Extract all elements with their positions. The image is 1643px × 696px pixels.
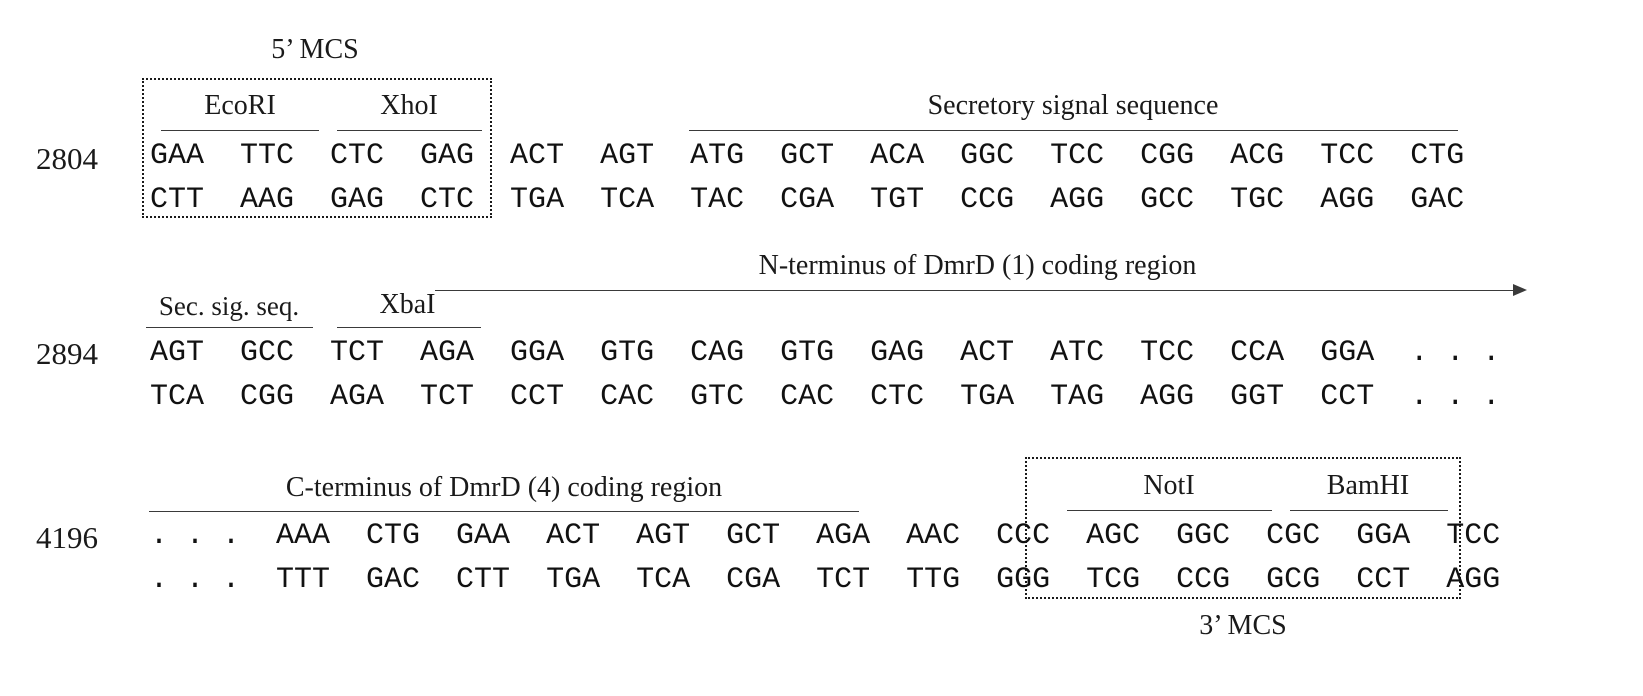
coding-region-arrowhead [1513,284,1527,296]
three-prime-mcs-label: 3’ MCS [1199,610,1287,641]
annotation-label-ecori: EcoRI [204,90,276,121]
row-4196-bottom-strand: . . . TTT GAC CTT TGA TCA CGA TCT TTG GG… [150,563,1501,597]
annotation-label-secretory-signal-sequence: Secretory signal sequence [927,90,1219,121]
annotation-rule-xbai [337,327,481,328]
annotation-rule-bamhi [1290,510,1448,511]
row-2894-top-strand: AGT GCC TCT AGA GGA GTG CAG GTG GAG ACT … [150,336,1501,370]
annotation-label-bamhi: BamHI [1326,470,1410,501]
annotation-label-xhoi: XhoI [380,90,438,121]
three-prime-mcs-box [1025,457,1461,599]
row-4196-top-strand: . . . AAA CTG GAA ACT AGT GCT AGA AAC CC… [150,519,1501,553]
annotation-rule-sec-sig-seq [146,327,313,328]
annotation-label-n-terminus-coding-region: N-terminus of DmrD (1) coding region [758,250,1197,281]
annotation-label-sec-sig-seq: Sec. sig. seq. [158,291,300,321]
row-2804-bottom-strand: CTT AAG GAG CTC TGA TCA TAC CGA TGT CCG … [150,183,1465,217]
row-2894-bottom-strand: TCA CGG AGA TCT CCT CAC GTC CAC CTC TGA … [150,380,1501,414]
annotation-rule-secretory-signal-sequence [689,130,1458,131]
annotation-rule-ecori [161,130,319,131]
row-number-4196: 4196 [36,520,98,555]
annotation-label-noti: NotI [1143,470,1195,501]
annotation-rule-c-terminus-coding-region [149,511,859,512]
annotation-label-c-terminus-coding-region: C-terminus of DmrD (4) coding region [285,472,723,503]
five-prime-mcs-label: 5’ MCS [271,34,359,65]
row-number-2804: 2804 [36,141,98,176]
annotation-rule-noti [1067,510,1272,511]
row-2804-top-strand: GAA TTC CTC GAG ACT AGT ATG GCT ACA GGC … [150,139,1465,173]
annotation-rule-xhoi [337,130,482,131]
annotation-label-xbai: XbaI [379,289,436,320]
row-number-2894: 2894 [36,336,98,371]
annotation-rule-n-terminus-coding-region [435,290,1513,291]
five-prime-mcs-box [142,78,492,218]
